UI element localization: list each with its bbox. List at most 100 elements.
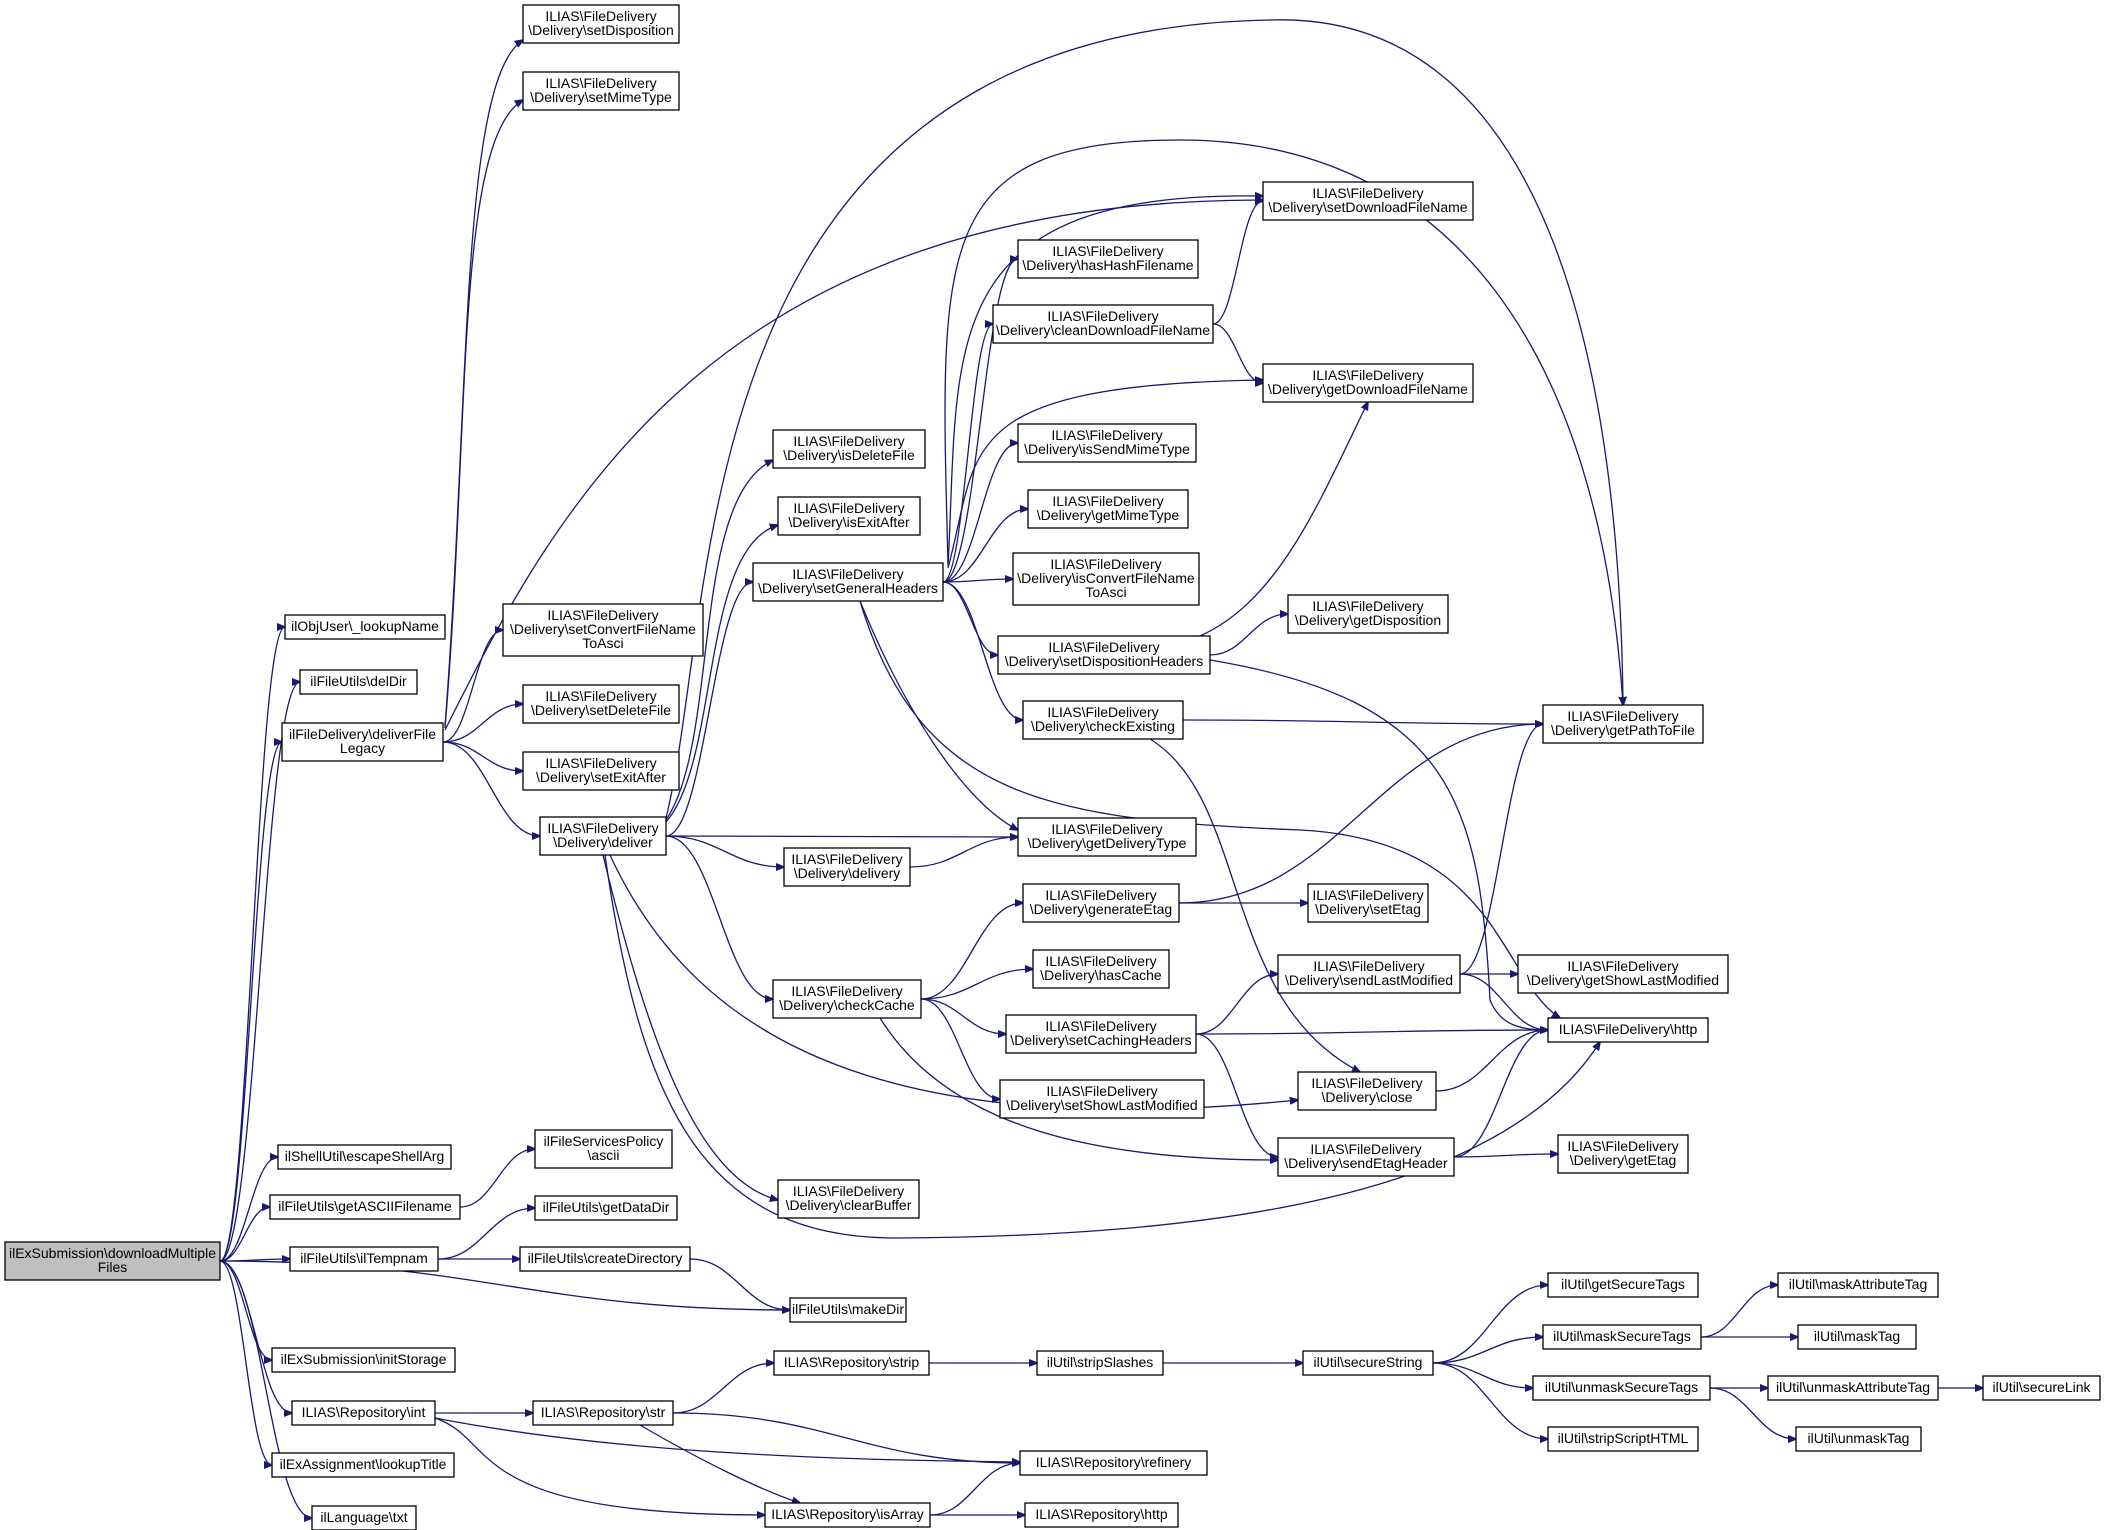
node-generateEtag[interactable]: ILIAS\FileDelivery\Delivery\generateEtag (1022, 883, 1180, 923)
edge-deliver-to-isDeleteFile (665, 460, 773, 821)
node-policyAscii[interactable]: ilFileServicesPolicy\ascii (534, 1129, 673, 1169)
node-langTxt[interactable]: ilLanguage\txt (311, 1505, 417, 1530)
node-isExitAfter[interactable]: ILIAS\FileDelivery\Delivery\isExitAfter (777, 496, 921, 536)
node-repoStrip[interactable]: ILIAS\Repository\strip (773, 1350, 930, 1376)
node-setGeneralHeaders[interactable]: ILIAS\FileDelivery\Delivery\setGeneralHe… (752, 562, 944, 602)
node-ilTempnam[interactable]: ilFileUtils\ilTempnam (289, 1246, 439, 1272)
node-box (1017, 817, 1197, 857)
node-box (269, 1194, 461, 1220)
node-getEtag[interactable]: ILIAS\FileDelivery\Delivery\getEtag (1557, 1134, 1689, 1174)
edge-arrow (665, 525, 778, 823)
node-box (1307, 883, 1429, 923)
node-setDisposition[interactable]: ILIAS\FileDelivery\Delivery\setDispositi… (522, 4, 680, 44)
node-label-line: ilUtil\stripScriptHTML (1558, 1430, 1689, 1446)
node-fdHttp[interactable]: ILIAS\FileDelivery\http (1547, 1017, 1709, 1043)
edge-deliver-to-setGeneralHeaders (665, 582, 753, 837)
node-getSecureTags[interactable]: ilUtil\getSecureTags (1547, 1272, 1699, 1298)
node-stripSlashes[interactable]: ilUtil\stripSlashes (1036, 1350, 1164, 1376)
node-setDeleteFile[interactable]: ILIAS\FileDelivery\Delivery\setDeleteFil… (522, 684, 680, 724)
node-delivery[interactable]: ILIAS\FileDelivery\Delivery\delivery (783, 847, 911, 887)
node-lookupTitle[interactable]: ilExAssignment\lookupTitle (271, 1452, 455, 1478)
node-isSendMimeType[interactable]: ILIAS\FileDelivery\Delivery\isSendMimeTy… (1017, 423, 1197, 463)
node-setConvertFileNameToAsci[interactable]: ILIAS\FileDelivery\Delivery\setConvertFi… (502, 603, 704, 657)
node-box (1024, 1502, 1179, 1528)
node-makeDir[interactable]: ilFileUtils\makeDir (789, 1297, 907, 1323)
node-getDataDir[interactable]: ilFileUtils\getDataDir (534, 1195, 678, 1221)
node-setShowLastModified[interactable]: ILIAS\FileDelivery\Delivery\setShowLastM… (999, 1079, 1205, 1119)
node-label-line: ilFileDelivery\deliverFile (289, 726, 436, 742)
node-box (1277, 1137, 1455, 1177)
node-delDir[interactable]: ilFileUtils\delDir (299, 669, 418, 695)
node-getDeliveryType[interactable]: ILIAS\FileDelivery\Delivery\getDeliveryT… (1017, 817, 1197, 857)
node-lookupName[interactable]: ilObjUser\_lookupName (284, 614, 446, 640)
node-sendLastModified[interactable]: ILIAS\FileDelivery\Delivery\sendLastModi… (1277, 954, 1461, 994)
node-unmaskSecureTags[interactable]: ilUtil\unmaskSecureTags (1532, 1375, 1711, 1401)
node-setDownloadFileName[interactable]: ILIAS\FileDelivery\Delivery\setDownloadF… (1262, 181, 1474, 221)
node-label-line: ILIAS\Repository\int (302, 1404, 426, 1420)
node-escapeShellArg[interactable]: ilShellUtil\escapeShellArg (277, 1144, 452, 1170)
node-unmaskTag[interactable]: ilUtil\unmaskTag (1795, 1426, 1922, 1452)
edge-arrow (442, 704, 523, 743)
node-label-line: \Delivery\getDownloadFileName (1268, 381, 1468, 397)
node-maskSecureTags[interactable]: ilUtil\maskSecureTags (1542, 1324, 1702, 1350)
node-cleanDownloadFileName[interactable]: ILIAS\FileDelivery\Delivery\cleanDownloa… (992, 304, 1214, 344)
node-setMimeType[interactable]: ILIAS\FileDelivery\Delivery\setMimeType (522, 71, 680, 111)
node-checkExisting[interactable]: ILIAS\FileDelivery\Delivery\checkExistin… (1022, 700, 1184, 740)
edge-setGeneralHeaders-to-getPathToFile (944, 139, 1623, 705)
node-label-line: \Delivery\isConvertFileName (1017, 570, 1195, 586)
node-stripScriptHTML[interactable]: ilUtil\stripScriptHTML (1547, 1426, 1699, 1452)
node-box (1262, 363, 1474, 403)
node-setEtag[interactable]: ILIAS\FileDelivery\Delivery\setEtag (1307, 883, 1429, 923)
node-getMimeType[interactable]: ILIAS\FileDelivery\Delivery\getMimeType (1027, 489, 1189, 529)
node-setCachingHeaders[interactable]: ILIAS\FileDelivery\Delivery\setCachingHe… (1005, 1014, 1197, 1054)
node-label-line: ilUtil\maskAttributeTag (1789, 1276, 1928, 1292)
node-getPathToFile[interactable]: ILIAS\FileDelivery\Delivery\getPathToFil… (1542, 704, 1704, 744)
node-setExitAfter[interactable]: ILIAS\FileDelivery\Delivery\setExitAfter (522, 751, 680, 791)
node-repoIsArray[interactable]: ILIAS\Repository\isArray (764, 1502, 931, 1528)
node-hasCache[interactable]: ILIAS\FileDelivery\Delivery\hasCache (1032, 949, 1170, 989)
node-deliver[interactable]: ILIAS\FileDelivery\Delivery\deliver (539, 816, 667, 856)
node-initStorage[interactable]: ilExSubmission\initStorage (271, 1347, 456, 1373)
node-repoStr[interactable]: ILIAS\Repository\str (532, 1400, 674, 1426)
node-box (789, 1297, 907, 1323)
edge-arrow (944, 139, 1623, 705)
node-createDirectory[interactable]: ilFileUtils\createDirectory (519, 1246, 691, 1272)
node-checkCache[interactable]: ILIAS\FileDelivery\Delivery\checkCache (772, 979, 922, 1019)
node-box (1017, 239, 1199, 279)
edge-secureString-to-getSecureTags (1432, 1285, 1548, 1364)
node-sendEtagHeader[interactable]: ILIAS\FileDelivery\Delivery\sendEtagHead… (1277, 1137, 1455, 1177)
node-label-line: ILIAS\FileDelivery (791, 851, 902, 867)
node-maskAttributeTag[interactable]: ilUtil\maskAttributeTag (1777, 1272, 1939, 1298)
node-label-line: ILIAS\FileDelivery (1310, 1141, 1421, 1157)
node-unmaskAttributeTag[interactable]: ilUtil\unmaskAttributeTag (1767, 1375, 1939, 1401)
edge-arrow (219, 682, 300, 1262)
node-label-line: \Delivery\setDeleteFile (531, 702, 671, 718)
node-secureString[interactable]: ilUtil\secureString (1302, 1350, 1434, 1376)
node-maskTag[interactable]: ilUtil\maskTag (1797, 1324, 1917, 1350)
node-clearBuffer[interactable]: ILIAS\FileDelivery\Delivery\clearBuffer (777, 1179, 920, 1219)
node-box (1547, 1426, 1699, 1452)
node-label-line: \Delivery\setCachingHeaders (1010, 1032, 1191, 1048)
node-isDeleteFile[interactable]: ILIAS\FileDelivery\Delivery\isDeleteFile (772, 429, 926, 469)
node-label-line: ilUtil\stripSlashes (1047, 1354, 1154, 1370)
node-secureLink[interactable]: ilUtil\secureLink (1982, 1375, 2101, 1401)
node-label-line: \Delivery\isDeleteFile (783, 447, 915, 463)
edge-downloadMultipleFiles-to-langTxt (219, 1260, 312, 1518)
node-isConvertFileNameToAsci[interactable]: ILIAS\FileDelivery\Delivery\isConvertFil… (1012, 552, 1200, 606)
node-hasHashFilename[interactable]: ILIAS\FileDelivery\Delivery\hasHashFilen… (1017, 239, 1199, 279)
node-repoRefinery[interactable]: ILIAS\Repository\refinery (1019, 1450, 1208, 1476)
node-getShowLastModified[interactable]: ILIAS\FileDelivery\Delivery\getShowLastM… (1517, 954, 1729, 994)
node-setDispositionHeaders[interactable]: ILIAS\FileDelivery\Delivery\setDispositi… (997, 635, 1211, 675)
node-getDownloadFileName[interactable]: ILIAS\FileDelivery\Delivery\getDownloadF… (1262, 363, 1474, 403)
node-deliveryClose[interactable]: ILIAS\FileDelivery\Delivery\close (1297, 1071, 1437, 1111)
edge-sendEtagHeader-to-getEtag (1453, 1154, 1558, 1157)
node-getDisposition[interactable]: ILIAS\FileDelivery\Delivery\getDispositi… (1287, 594, 1449, 634)
node-repoInt[interactable]: ILIAS\Repository\int (291, 1400, 436, 1426)
node-repoHttp[interactable]: ILIAS\Repository\http (1024, 1502, 1179, 1528)
node-getASCIIFilename[interactable]: ilFileUtils\getASCIIFilename (269, 1194, 461, 1220)
edge-deliver-to-isExitAfter (665, 525, 778, 823)
edge-setDispositionHeaders-to-getDisposition (1209, 614, 1288, 656)
